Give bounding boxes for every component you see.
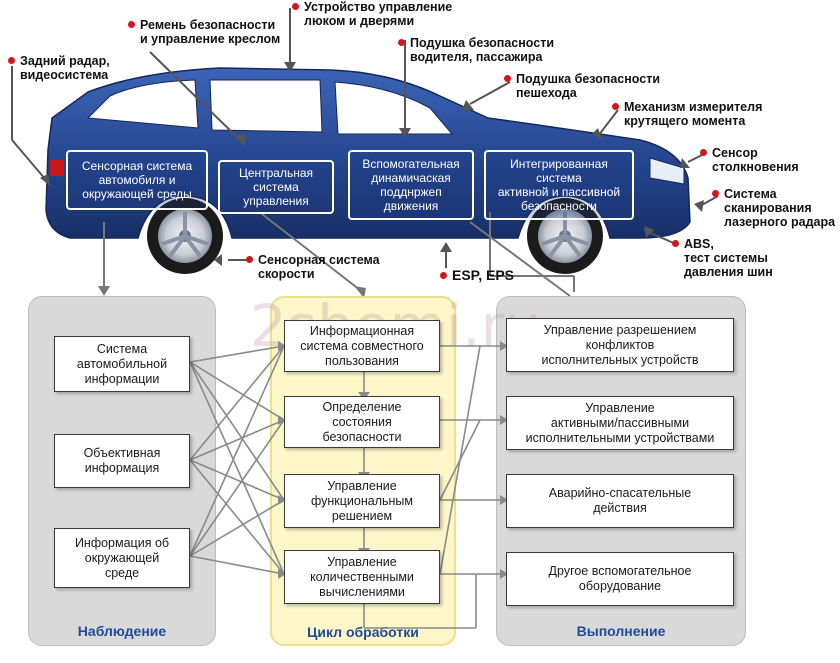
label-rear-radar: Задний радар, видеосистема (8, 54, 110, 82)
red-dot-icon (712, 190, 719, 197)
red-dot-icon (672, 240, 679, 247)
execute-box-other-equipment: Другое вспомогательное оборудование (506, 552, 734, 606)
car-box-central: Центральная система управления (218, 160, 334, 214)
red-dot-icon (8, 57, 15, 64)
observe-box-objective-info: Объективная информация (54, 434, 190, 488)
label-esp: ESP, EPS (440, 268, 514, 282)
label-seatbelt: Ремень безопасности и управление креслом (128, 18, 280, 46)
red-dot-icon (398, 39, 405, 46)
red-dot-icon (246, 256, 253, 263)
process-box-shared-info: Информационная система совместного польз… (284, 320, 440, 372)
red-dot-icon (440, 272, 447, 279)
label-airbag-driver: Подушка безопасности водителя, пассажира (398, 36, 554, 64)
label-torque: Механизм измерителя крутящего момента (612, 100, 762, 128)
label-airbag-pedestrian: Подушка безопасности пешехода (504, 72, 660, 100)
observe-box-vehicle-info: Система автомобильной информации (54, 336, 190, 392)
label-laser: Система сканирования лазерного радара (712, 187, 835, 229)
red-dot-icon (700, 149, 707, 156)
process-box-functional-decision: Управление функциональным решением (284, 474, 440, 528)
label-abs: ABS, тест системы давления шин (672, 237, 773, 279)
car-box-dynamic: Вспомогательная динамичаская подднржеп д… (348, 150, 474, 220)
red-dot-icon (128, 21, 135, 28)
red-dot-icon (504, 75, 511, 82)
label-hatch: Устройство управление люком и дверями (292, 0, 452, 28)
label-collision: Сенсор столкновения (700, 146, 799, 174)
red-dot-icon (612, 103, 619, 110)
process-box-safety-state: Определение состояния безопасности (284, 396, 440, 448)
car-box-sensor: Сенсорная система автомобиля и окружающе… (66, 150, 208, 210)
execute-box-emergency: Аварийно-спасательные действия (506, 474, 734, 528)
panel-observe-title: Наблюдение (77, 623, 167, 639)
panel-execute-title: Выполнение (576, 623, 666, 639)
red-dot-icon (292, 3, 299, 10)
label-speed: Сенсорная система скорости (246, 253, 380, 281)
execute-box-active-passive: Управление активными/пассивными исполнит… (506, 396, 734, 450)
execute-box-conflict-resolution: Управление разрешением конфликтов исполн… (506, 318, 734, 372)
process-box-quantitative-calc: Управление количественными вычислениями (284, 550, 440, 604)
observe-box-environment-info: Информация об окружающей среде (54, 528, 190, 588)
car-box-integrated: Интегрированная система активной и пасси… (484, 150, 634, 220)
